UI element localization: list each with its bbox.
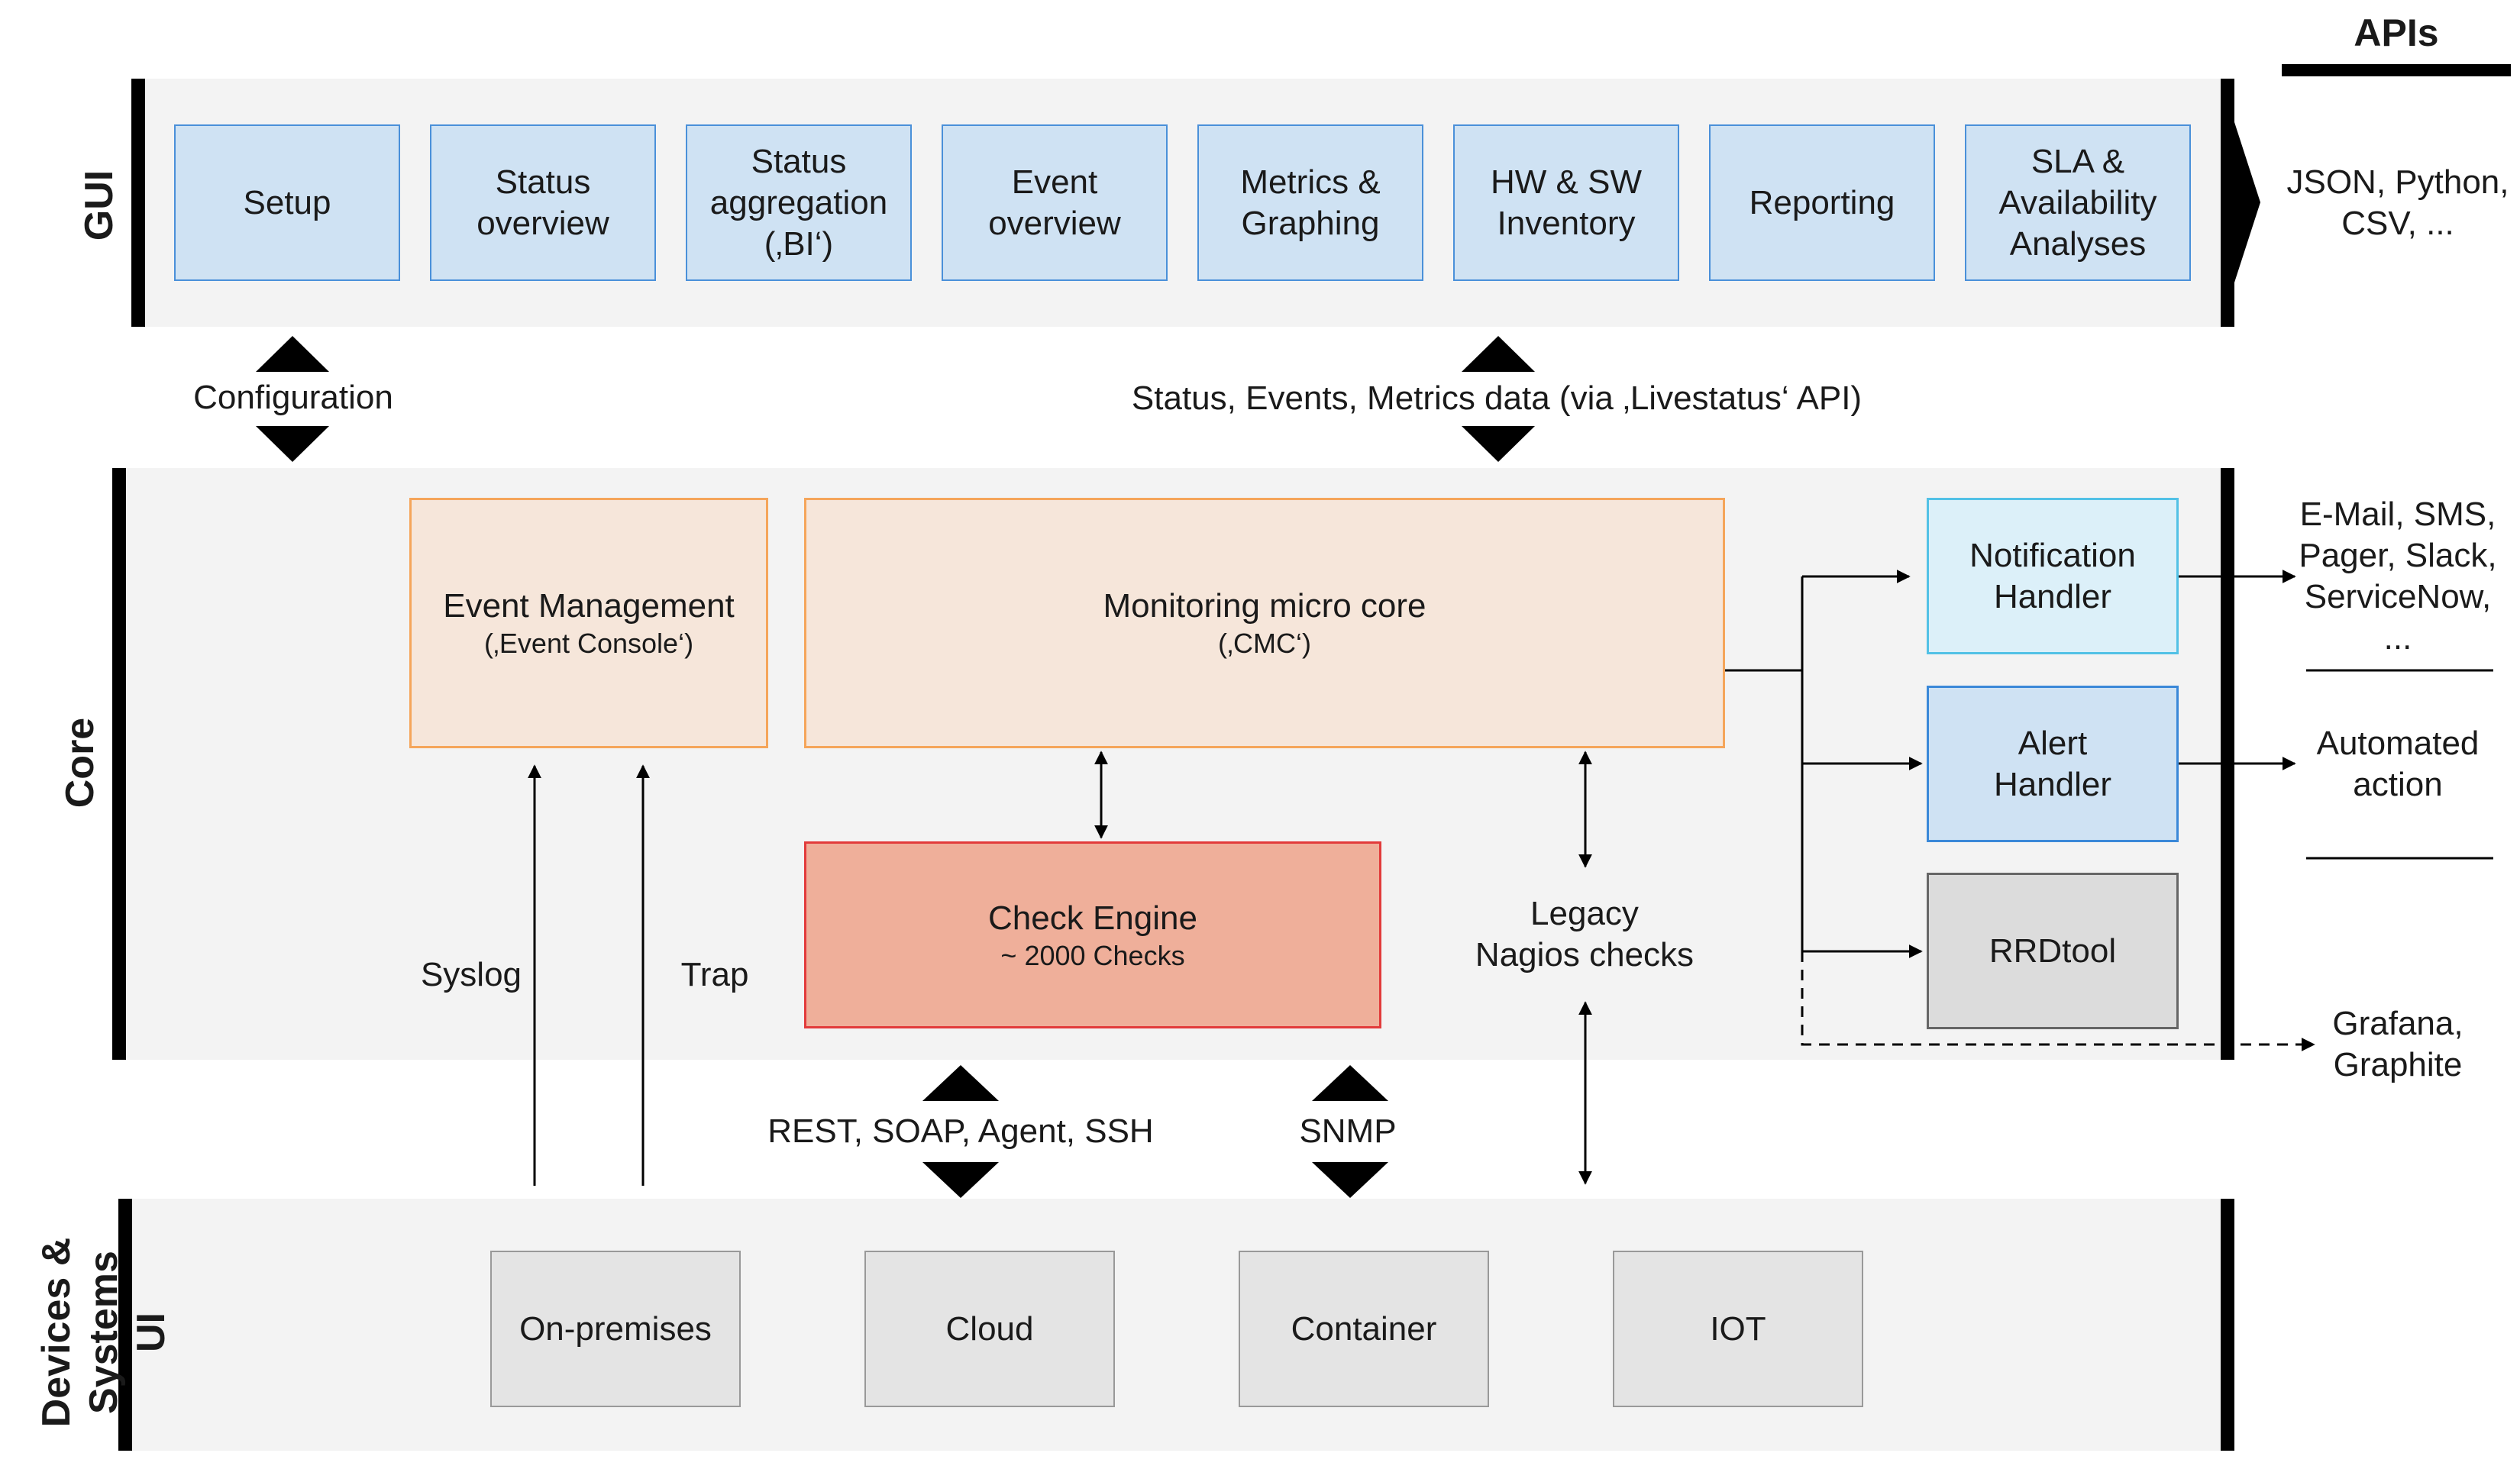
connection-label-livestatus: Status, Events, Metrics data (via ‚Lives… <box>1131 379 1863 417</box>
micro-core-title: Monitoring micro core <box>1103 587 1426 625</box>
notification-handler-label: Notification Handler <box>1969 536 2136 615</box>
snmp-down-triangle <box>1312 1162 1388 1198</box>
gui-module-metrics-graphing[interactable]: Metrics & Graphing <box>1197 124 1423 281</box>
api-output-gui: JSON, Python, CSV, ... <box>2286 163 2509 242</box>
gui-module-event-overview[interactable]: Event overview <box>942 124 1168 281</box>
api-output-notifications: E-Mail, SMS, Pager, Slack, ServiceNow, .… <box>2299 496 2497 657</box>
livestatus-up-triangle <box>1462 336 1535 372</box>
gui-module-hw-sw-inventory[interactable]: HW & SW Inventory <box>1453 124 1679 281</box>
micro-core-subtitle: (‚CMC‘) <box>1218 628 1311 659</box>
gui-module-label: Metrics & Graphing <box>1240 163 1381 242</box>
devices-right-bar <box>2221 1199 2234 1451</box>
check-engine-title: Check Engine <box>988 899 1197 937</box>
snmp-up-triangle <box>1312 1065 1388 1101</box>
event-management-subtitle: (‚Event Console‘) <box>483 628 694 659</box>
rrdtool-label: RRDtool <box>1989 931 2117 970</box>
core-left-bar <box>112 468 126 1060</box>
apis-heading: APIs <box>2354 11 2439 54</box>
check-engine-subtitle: ~ 2000 Checks <box>1000 939 1185 971</box>
connection-label-rest-soap: REST, SOAP, Agent, SSH <box>767 1112 1154 1150</box>
device-container[interactable]: Container <box>1239 1251 1489 1407</box>
configuration-down-triangle <box>256 426 329 462</box>
notification-handler-box[interactable]: Notification Handler <box>1927 498 2179 654</box>
api-output-grafana: Grafana, Graphite <box>2332 1005 2463 1083</box>
rest-up-triangle <box>922 1065 999 1101</box>
connection-label-configuration: Configuration <box>193 379 393 416</box>
check-engine-box[interactable]: Check Engine ~ 2000 Checks <box>804 841 1381 1028</box>
monitoring-micro-core-box[interactable]: Monitoring micro core (‚CMC‘) <box>804 498 1725 748</box>
rest-down-triangle <box>922 1162 999 1198</box>
gui-right-bar <box>2221 79 2234 327</box>
connection-label-syslog: Syslog <box>420 956 522 993</box>
gui-module-label: Event overview <box>988 163 1121 242</box>
gui-module-setup[interactable]: Setup <box>174 124 400 281</box>
event-management-box[interactable]: Event Management (‚Event Console‘) <box>409 498 768 748</box>
connection-label-snmp: SNMP <box>1299 1112 1397 1150</box>
legacy-nagios-checks: Legacy Nagios checks <box>1475 895 1695 973</box>
gui-module-label: Setup <box>243 183 331 221</box>
dashed-to-grafana <box>1801 951 2315 1051</box>
gui-left-bar <box>131 79 145 327</box>
gui-module-label: SLA & Availability Analyses <box>1998 142 2157 263</box>
device-label: Container <box>1291 1309 1437 1348</box>
livestatus-down-triangle <box>1462 426 1535 462</box>
device-label: IOT <box>1710 1309 1766 1348</box>
device-cloud[interactable]: Cloud <box>864 1251 1115 1407</box>
devices-layer-band <box>121 1199 2230 1451</box>
gui-module-label: HW & SW Inventory <box>1491 163 1642 242</box>
gui-module-status-overview[interactable]: Status overview <box>430 124 656 281</box>
gui-module-reporting[interactable]: Reporting <box>1709 124 1935 281</box>
gui-module-sla-availability[interactable]: SLA & Availability Analyses <box>1965 124 2191 281</box>
device-label: Cloud <box>945 1309 1034 1348</box>
gui-module-label: Status overview <box>477 163 609 242</box>
gui-api-arrow <box>2234 122 2260 283</box>
alert-handler-label: Alert Handler <box>1993 724 2112 803</box>
device-on-premises[interactable]: On-premises <box>490 1251 741 1407</box>
apis-heading-underline <box>2282 64 2511 76</box>
rrdtool-box[interactable]: RRDtool <box>1927 873 2179 1029</box>
event-management-title: Event Management <box>443 587 735 625</box>
gui-module-status-aggregation[interactable]: Status aggregation (‚BI‘) <box>686 124 912 281</box>
connection-label-trap: Trap <box>680 956 749 993</box>
gui-module-label: Status aggregation (‚BI‘) <box>709 142 888 263</box>
alert-handler-box[interactable]: Alert Handler <box>1927 686 2179 842</box>
gui-module-label: Reporting <box>1749 183 1895 221</box>
configuration-up-triangle <box>256 336 329 372</box>
device-label: On-premises <box>519 1309 712 1348</box>
api-output-automated-action: Automated action <box>2316 725 2480 803</box>
device-iot[interactable]: IOT <box>1613 1251 1863 1407</box>
devices-left-bar <box>118 1199 132 1451</box>
